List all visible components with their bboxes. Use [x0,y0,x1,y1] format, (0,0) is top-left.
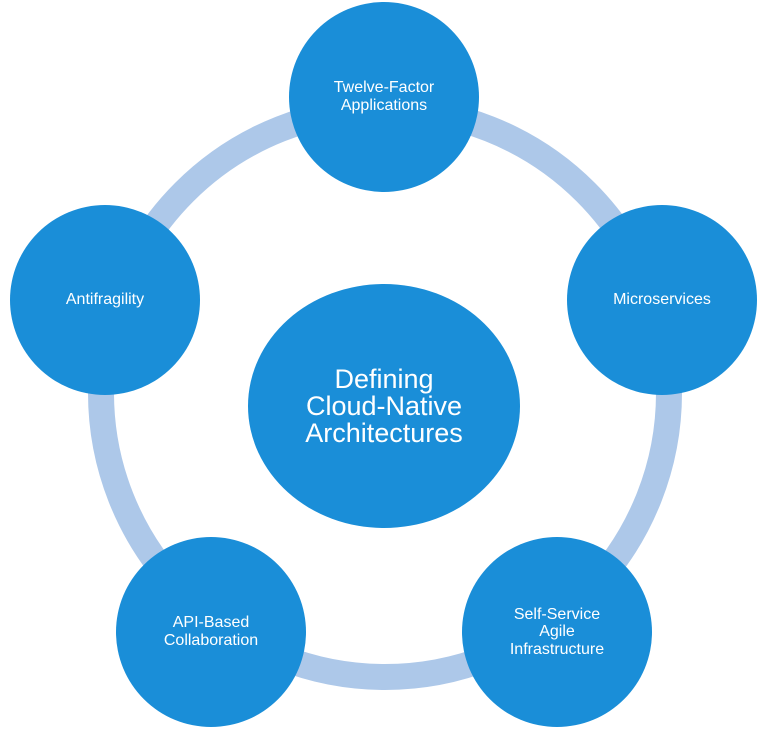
node-label: Microservices [613,291,711,309]
node-twelve-factor: Twelve-Factor Applications [289,2,479,192]
node-microservices: Microservices [567,205,757,395]
center-label: Defining Cloud-Native Architectures [305,363,463,448]
node-label: Twelve-Factor Applications [333,79,435,114]
node-api-based: API-Based Collaboration [116,537,306,727]
center-circle: Defining Cloud-Native Architectures [248,284,520,528]
node-label: API-Based Collaboration [163,614,259,649]
node-label: Self-Service Agile Infrastructure [509,605,605,658]
node-self-service: Self-Service Agile Infrastructure [462,537,652,727]
node-antifragility: Antifragility [10,205,200,395]
node-label: Antifragility [65,291,145,309]
